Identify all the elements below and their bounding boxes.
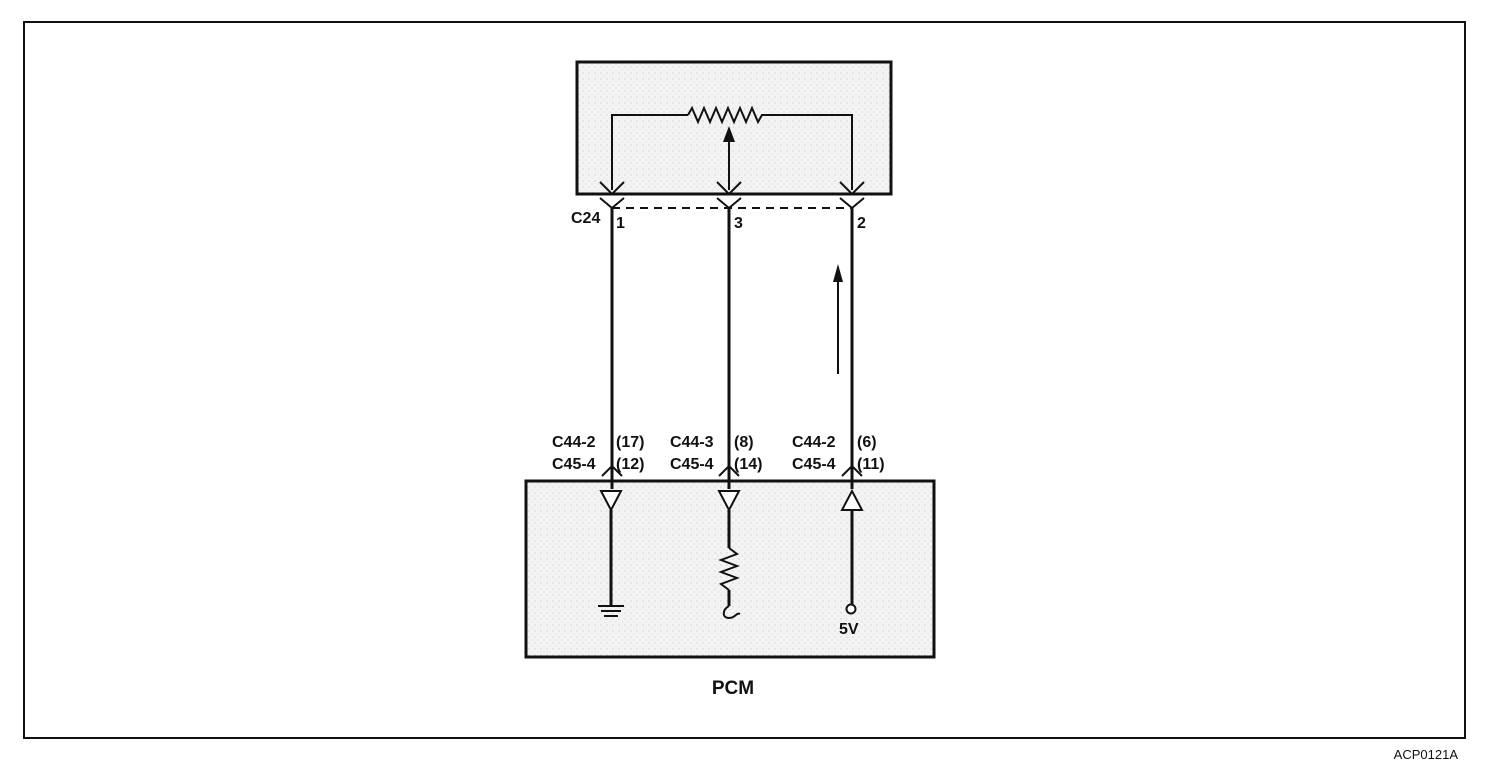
voltage-source-icon (845, 603, 857, 615)
pcm-connector-label: C44-3 (670, 434, 714, 451)
figure-code: ACP0121A (1394, 747, 1459, 762)
wiper-arrow-icon (723, 126, 735, 142)
pcm-connector-label-group-1: C44-2 (17) C45-4 (12) (552, 434, 644, 473)
pin-chevron-icon (839, 181, 865, 196)
sensor-box (575, 60, 893, 196)
pcm-pin-label: (11) (857, 456, 885, 473)
pcm-resistor-icon (718, 547, 740, 591)
pcm-pin-label: (17) (616, 434, 644, 451)
signal-return-icon (722, 605, 741, 620)
pin-chevron-icon (599, 181, 625, 196)
pcm-connector-label: C44-2 (552, 434, 596, 451)
pin-chevron-icon (839, 197, 865, 210)
pcm-connector-label: C45-4 (792, 456, 836, 473)
pin-label-1: 1 (616, 215, 625, 232)
pin-chevron-icon (599, 197, 625, 210)
pcm-connector-label: C45-4 (552, 456, 596, 473)
voltage-label: 5V (839, 621, 859, 638)
pcm-pin-label: (8) (734, 434, 754, 451)
pcm-connector-label-group-3: C44-2 (6) C45-4 (11) (792, 434, 885, 473)
pcm-connector-label-group-2: C44-3 (8) C45-4 (14) (670, 434, 762, 473)
ground-icon (598, 605, 624, 617)
pin-chevron-icon (716, 181, 742, 196)
resistor-icon (687, 105, 766, 125)
sensor-internal-wire-right (766, 114, 853, 190)
pin-label-2: 2 (857, 215, 866, 232)
pcm-label: PCM (712, 678, 754, 699)
sensor-internal-wire (611, 114, 688, 190)
pcm-pin-label: (12) (616, 456, 644, 473)
pcm-connector-label: C44-2 (792, 434, 836, 451)
pin-label-3: 3 (734, 215, 743, 232)
input-triangle-icon (599, 490, 623, 513)
pcm-pin-label: (6) (857, 434, 877, 451)
pcm-connector-label: C45-4 (670, 456, 714, 473)
input-triangle-icon (717, 490, 741, 513)
connector-id-label: C24 (571, 210, 600, 227)
flow-arrow-icon (833, 264, 843, 282)
sensor-component (575, 60, 893, 210)
pcm-pin-label: (14) (734, 456, 762, 473)
pcm-module: 5V (524, 466, 936, 659)
outer-frame (23, 21, 1466, 739)
pin-chevron-icon (716, 197, 742, 210)
